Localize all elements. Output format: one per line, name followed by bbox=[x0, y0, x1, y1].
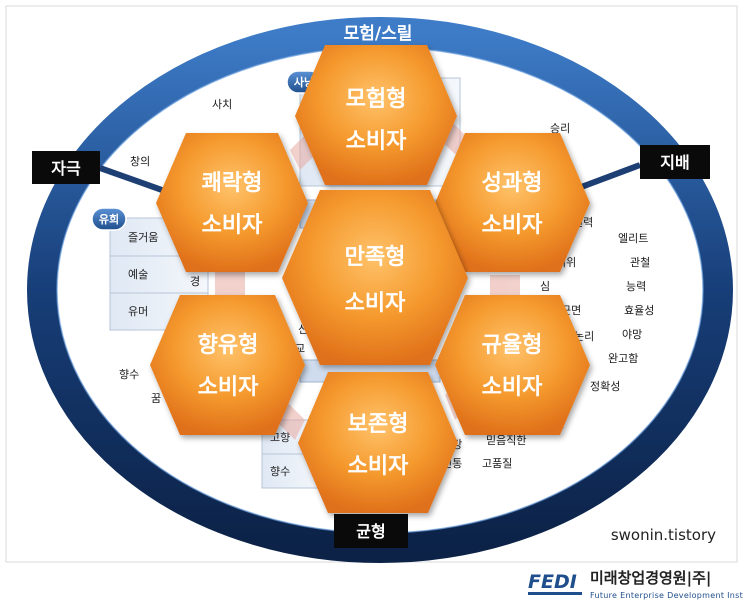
keyword: 고품질 bbox=[482, 457, 512, 470]
keyword: 관철 bbox=[630, 256, 650, 269]
keyword: 사치 bbox=[212, 98, 232, 111]
hex-discipline: 규율형 소비자 bbox=[435, 295, 590, 435]
brand-logo-text: FEDI bbox=[528, 571, 577, 593]
svg-text:보존형: 보존형 bbox=[348, 412, 409, 437]
left-panel-item: 즐거움 bbox=[128, 231, 158, 244]
pill-fun: 유희 bbox=[91, 207, 127, 231]
keyword: 정확성 bbox=[590, 380, 620, 393]
svg-text:지배: 지배 bbox=[660, 153, 689, 172]
svg-text:유희: 유희 bbox=[99, 212, 119, 226]
axis-top-label: 모험/스릴 bbox=[344, 23, 413, 44]
svg-text:균형: 균형 bbox=[356, 522, 385, 541]
keywords: 사치 승리 창의 엘리트 권력 관철 능력 효율성 야망 완고함 정확성 향수 … bbox=[119, 98, 654, 470]
svg-text:소비자: 소비자 bbox=[482, 375, 543, 400]
svg-text:향유형: 향유형 bbox=[198, 333, 259, 358]
keyword: 승리 bbox=[550, 122, 570, 135]
keyword: 향수 bbox=[119, 368, 139, 381]
svg-text:소비자: 소비자 bbox=[198, 375, 259, 400]
brand-logo: FEDI 미래창업경영원|주| Future Enterprise Develo… bbox=[528, 569, 743, 600]
svg-text:자극: 자극 bbox=[51, 159, 81, 178]
hex-satisfaction: 만족형 소비자 bbox=[282, 190, 468, 365]
keyword: 교 bbox=[295, 342, 305, 355]
hex-preservation: 보존형 소비자 bbox=[298, 372, 458, 513]
axis-left: 자극 bbox=[32, 151, 100, 184]
svg-text:규율형: 규율형 bbox=[482, 333, 543, 358]
left-panel-item: 예술 bbox=[128, 268, 148, 281]
svg-text:쾌락형: 쾌락형 bbox=[202, 171, 263, 196]
keyword: 효율성 bbox=[624, 304, 654, 317]
keyword: 완고함 bbox=[608, 352, 638, 365]
hex-pleasure: 쾌락형 소비자 bbox=[156, 133, 308, 272]
svg-text:만족형: 만족형 bbox=[345, 245, 406, 270]
svg-text:성과형: 성과형 bbox=[482, 171, 543, 196]
keyword: 신 bbox=[298, 323, 308, 336]
svg-text:소비자: 소비자 bbox=[202, 213, 263, 238]
brand-name: 미래창업경영원|주| bbox=[590, 569, 711, 588]
keyword: 능력 bbox=[626, 280, 646, 293]
keyword: 경 bbox=[190, 275, 200, 288]
bottom-panel-item: 향수 bbox=[270, 465, 290, 478]
hex-enjoyment: 향유형 소비자 bbox=[150, 295, 305, 435]
keyword: 야망 bbox=[622, 328, 642, 341]
left-panel-item: 유머 bbox=[128, 305, 148, 318]
brand-subtitle: Future Enterprise Development Institute bbox=[590, 591, 743, 600]
svg-text:소비자: 소비자 bbox=[345, 291, 406, 316]
keyword: 엘리트 bbox=[618, 232, 648, 245]
svg-text:모험형: 모험형 bbox=[346, 86, 407, 112]
svg-text:소비자: 소비자 bbox=[346, 129, 407, 154]
watermark: swonin.tistory bbox=[611, 526, 716, 544]
axis-right: 지배 bbox=[640, 145, 710, 179]
svg-text:소비자: 소비자 bbox=[482, 213, 543, 238]
hex-achievement: 성과형 소비자 bbox=[435, 133, 590, 272]
keyword: 꿈 bbox=[151, 392, 161, 405]
keyword: 창의 bbox=[130, 155, 150, 168]
keyword: 심 bbox=[540, 280, 550, 293]
axis-bottom: 균형 bbox=[334, 514, 408, 548]
svg-text:소비자: 소비자 bbox=[348, 454, 409, 479]
keyword: 믿음직한 bbox=[486, 434, 526, 447]
hex-adventure: 모험형 소비자 bbox=[295, 45, 457, 185]
